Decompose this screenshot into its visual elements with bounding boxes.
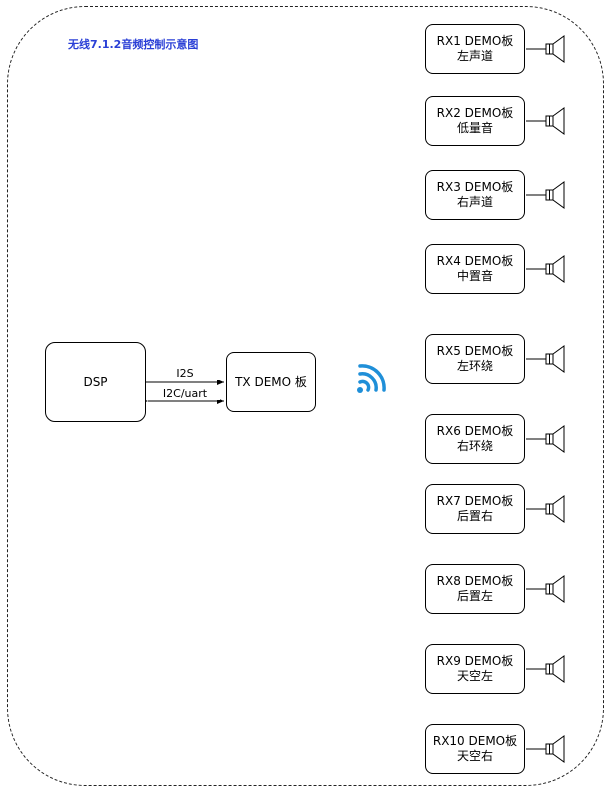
rx-channel-label: 天空右 xyxy=(456,749,493,763)
speaker-icon xyxy=(526,735,565,763)
rx-channel-label: 左声道 xyxy=(456,49,493,63)
rx-channel-label: 低量音 xyxy=(456,121,493,135)
wifi-signal-icon xyxy=(357,364,386,393)
rx-demo-node: RX2 DEMO板低量音 xyxy=(425,96,525,146)
rx-board-name: RX6 DEMO板 xyxy=(436,424,514,438)
speaker-icon xyxy=(526,255,565,283)
speaker-icon xyxy=(526,425,565,453)
rx-board-name: RX10 DEMO板 xyxy=(432,734,518,748)
rx-demo-node: RX1 DEMO板左声道 xyxy=(425,24,525,74)
rx-board-name: RX9 DEMO板 xyxy=(436,654,514,668)
speaker-icon xyxy=(526,495,565,523)
rx-board-name: RX1 DEMO板 xyxy=(436,34,514,48)
tx-label: TX DEMO 板 xyxy=(235,374,307,389)
i2c-label: I2C/uart xyxy=(150,387,220,400)
rx-demo-node: RX3 DEMO板右声道 xyxy=(425,170,525,220)
rx-demo-node: RX5 DEMO板左环绕 xyxy=(425,334,525,384)
rx-board-name: RX5 DEMO板 xyxy=(436,344,514,358)
rx-channel-label: 右环绕 xyxy=(456,439,493,453)
rx-channel-label: 中置音 xyxy=(456,269,493,283)
rx-channel-label: 右声道 xyxy=(456,195,493,209)
speaker-icon xyxy=(526,181,565,209)
rx-demo-node: RX10 DEMO板天空右 xyxy=(425,724,525,774)
rx-board-name: RX8 DEMO板 xyxy=(436,574,514,588)
speaker-icon xyxy=(526,107,565,135)
rx-board-name: RX2 DEMO板 xyxy=(436,106,514,120)
diagram-title: 无线7.1.2音频控制示意图 xyxy=(68,38,199,51)
system-boundary xyxy=(7,6,604,786)
dsp-label: DSP xyxy=(83,374,108,389)
rx-demo-node: RX4 DEMO板中置音 xyxy=(425,244,525,294)
rx-channel-label: 左环绕 xyxy=(456,359,493,373)
rx-board-name: RX4 DEMO板 xyxy=(436,254,514,268)
rx-board-name: RX3 DEMO板 xyxy=(436,180,514,194)
dsp-node: DSP xyxy=(45,342,146,422)
speaker-icon xyxy=(526,655,565,683)
rx-channel-label: 天空左 xyxy=(456,669,493,683)
speaker-icon xyxy=(526,345,565,373)
tx-demo-node: TX DEMO 板 xyxy=(226,352,316,412)
rx-demo-node: RX8 DEMO板后置左 xyxy=(425,564,525,614)
speaker-icon xyxy=(526,575,565,603)
rx-demo-node: RX9 DEMO板天空左 xyxy=(425,644,525,694)
i2s-label: I2S xyxy=(150,367,220,380)
rx-demo-node: RX6 DEMO板右环绕 xyxy=(425,414,525,464)
rx-demo-node: RX7 DEMO板后置右 xyxy=(425,484,525,534)
rx-channel-label: 后置右 xyxy=(456,509,493,523)
rx-board-name: RX7 DEMO板 xyxy=(436,494,514,508)
rx-channel-label: 后置左 xyxy=(456,589,493,603)
speaker-icon xyxy=(526,35,565,63)
